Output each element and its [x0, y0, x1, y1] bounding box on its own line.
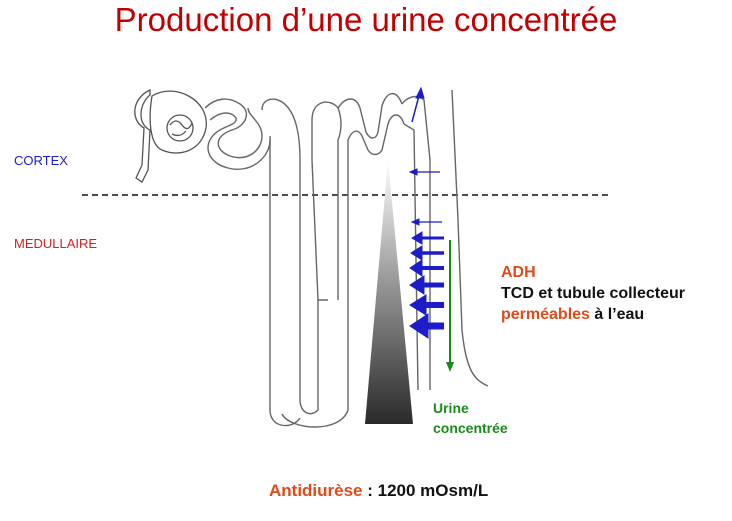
osmotic-gradient-triangle — [365, 160, 413, 424]
adh-permeable: perméables — [501, 306, 590, 323]
adh-line2-rest: à l’eau — [589, 306, 645, 323]
urine-flow-arrow — [446, 240, 454, 372]
adh-label: ADH — [501, 264, 536, 281]
adh-annotation: ADH TCD et tubule collecteur perméables … — [501, 262, 685, 325]
adh-line2: perméables à l’eau — [501, 304, 685, 325]
urine-label: Urine concentrée — [433, 398, 508, 438]
slide-title: Production d’une urine concentrée — [114, 1, 618, 38]
footer-value: : 1200 mOsm/L — [362, 481, 489, 500]
nephron-tubule — [204, 93, 405, 428]
glomerulus — [134, 88, 207, 183]
cortex-label: CORTEX — [14, 153, 68, 168]
medulla-label: MEDULLAIRE — [14, 236, 98, 251]
water-reabsorption-arrows — [408, 86, 444, 339]
urine-line2: concentrée — [433, 420, 508, 436]
adh-line1: TCD et tubule collecteur — [501, 285, 686, 302]
footer-label: Antidiurèse — [269, 481, 363, 500]
footer-osmolarity: Antidiurèse : 1200 mOsm/L — [269, 481, 488, 501]
urine-line1: Urine — [433, 400, 469, 416]
